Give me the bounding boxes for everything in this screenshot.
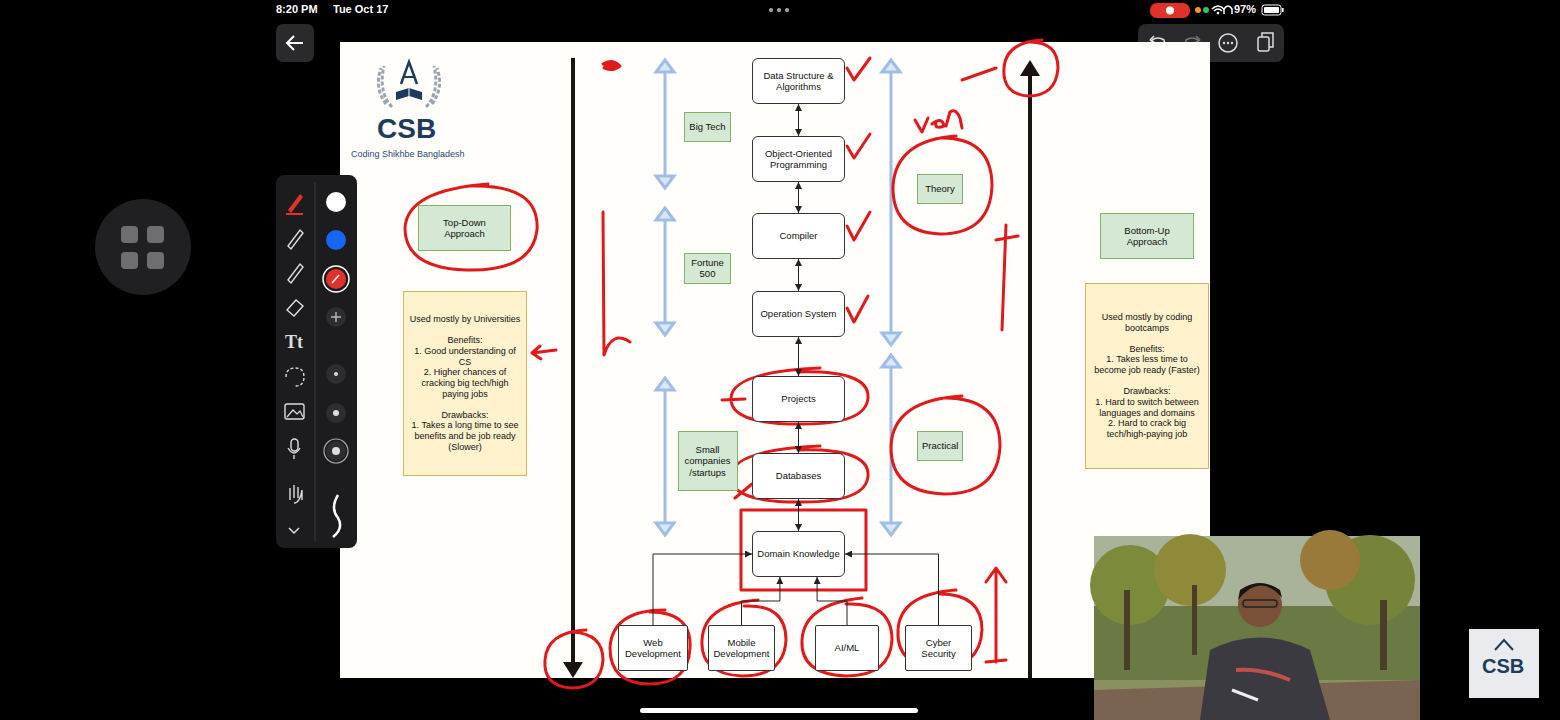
status-date: Tue Oct 17 xyxy=(333,3,388,15)
topic-box: Projects xyxy=(752,376,845,422)
node-line: Drawbacks: xyxy=(441,410,488,421)
node-line: 1. Takes a long time to see benefits and… xyxy=(409,420,521,452)
text-tool-icon: Tt xyxy=(285,332,303,353)
domain-box: Mobile Development xyxy=(708,625,775,671)
domain-box: Cyber Security xyxy=(905,625,972,671)
node-text: Web Development xyxy=(623,637,683,660)
flow-connector xyxy=(798,422,799,453)
range-tag: Fortune 500 xyxy=(684,253,731,284)
topic-box: Compiler xyxy=(752,213,845,259)
status-icons xyxy=(769,3,1284,18)
note-box: Used mostly by UniversitiesBenefits:1. G… xyxy=(403,291,527,476)
node-text: Domain Knowledge xyxy=(757,548,839,559)
node-text: Theory xyxy=(925,183,955,194)
node-text: Databases xyxy=(776,470,821,481)
range-tag: Practical xyxy=(917,431,963,461)
flow-connector xyxy=(798,337,799,376)
node-text: Mobile Development xyxy=(713,637,770,660)
home-indicator xyxy=(640,708,918,713)
corner-logo xyxy=(1469,629,1539,698)
node-text: AI/ML xyxy=(835,642,860,653)
node-text: Fortune 500 xyxy=(689,257,726,280)
flow-connector xyxy=(845,554,939,625)
node-text: Data Structure & Algorithms xyxy=(757,70,840,93)
node-text: Bottom-Up Approach xyxy=(1105,225,1189,248)
range-tag: Big Tech xyxy=(684,112,731,142)
corner-logo-wordmark: CSB xyxy=(1482,655,1524,678)
topic-box: Domain Knowledge xyxy=(752,531,845,577)
csb-emblem xyxy=(378,62,439,107)
node-text: Projects xyxy=(781,393,815,404)
node-line: Benefits: xyxy=(447,335,482,346)
node-text: Small companies /startups xyxy=(683,444,733,478)
range-tag: Theory xyxy=(917,174,963,204)
node-text: Cyber Security xyxy=(910,637,967,660)
domain-box: Web Development xyxy=(618,625,688,671)
logo-wordmark: CSB xyxy=(377,113,436,145)
flow-connector xyxy=(817,577,847,625)
direction-arrows xyxy=(563,58,1040,678)
node-text: Practical xyxy=(922,440,958,451)
whiteboard xyxy=(340,42,1210,678)
grid-button xyxy=(95,199,191,295)
topic-box: Operation System xyxy=(752,291,845,337)
node-text: Top-Down Approach xyxy=(423,217,506,240)
topic-box: Databases xyxy=(752,453,845,499)
range-tag: Top-Down Approach xyxy=(418,205,511,251)
flow-connector xyxy=(798,499,799,531)
flow-connector xyxy=(798,259,799,291)
node-line: 2. Higher chances of cracking big tech/h… xyxy=(409,367,521,399)
node-line: 1. Hard to switch between languages and … xyxy=(1091,397,1203,419)
node-line: Drawbacks: xyxy=(1123,386,1170,397)
node-text: Used mostly by coding bootcamps xyxy=(1091,312,1203,334)
node-text: Operation System xyxy=(760,308,836,319)
camera-inset xyxy=(1090,530,1420,720)
node-line: 2. Hard to crack big tech/high-paying jo… xyxy=(1091,418,1203,440)
flow-connector xyxy=(742,577,780,625)
flow-connector xyxy=(798,104,799,136)
left-toolbar xyxy=(276,175,357,548)
node-text: Big Tech xyxy=(689,121,725,132)
range-tag: Small companies /startups xyxy=(678,431,738,491)
battery-level: 97% xyxy=(1234,3,1256,15)
topic-box: Object-Oriented Programming xyxy=(752,136,845,182)
node-text: Compiler xyxy=(779,230,817,241)
node-line: 1. Takes less time to become job ready (… xyxy=(1091,354,1203,376)
domain-box: AI/ML xyxy=(815,625,879,671)
node-line: Benefits: xyxy=(1129,344,1164,355)
node-text: Object-Oriented Programming xyxy=(757,148,840,171)
logo-tagline: Coding Shikhbe Bangladesh xyxy=(351,149,465,159)
back-button xyxy=(276,24,314,62)
topic-box: Data Structure & Algorithms xyxy=(752,58,845,104)
flow-connector xyxy=(798,182,799,213)
status-time: 8:20 PM xyxy=(276,3,318,15)
node-line: 1. Good understanding of CS xyxy=(409,346,521,368)
range-arrows xyxy=(656,60,900,535)
range-tag: Bottom-Up Approach xyxy=(1100,213,1194,259)
node-text: Used mostly by Universities xyxy=(410,314,521,325)
flow-connector xyxy=(653,554,752,625)
note-box: Used mostly by coding bootcampsBenefits:… xyxy=(1085,283,1209,469)
